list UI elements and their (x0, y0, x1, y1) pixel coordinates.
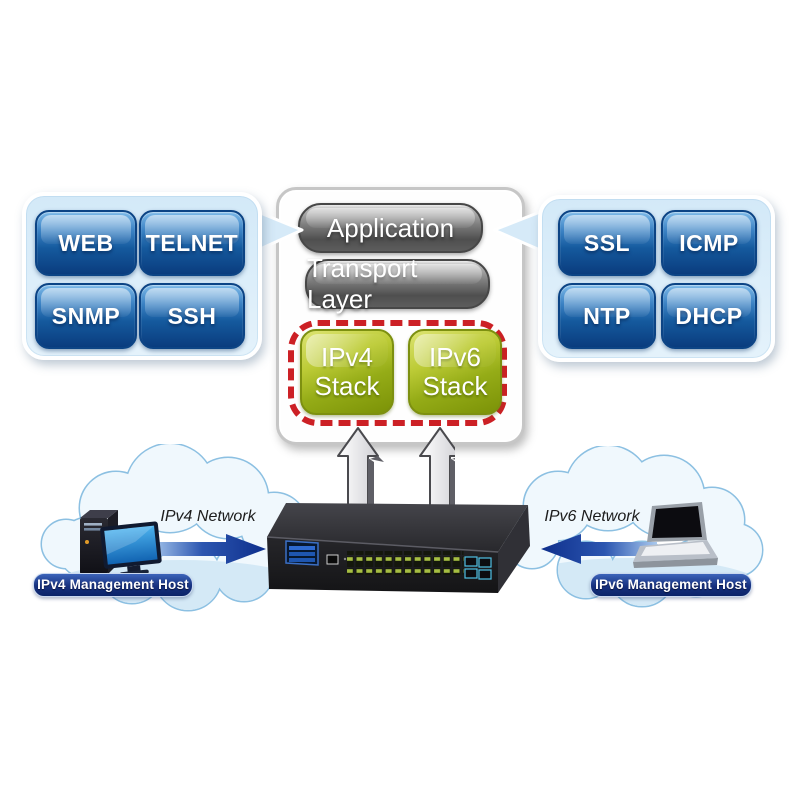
ipv4-network-arrow (150, 534, 266, 564)
ipv6-stack-line1: IPv6 (428, 341, 482, 372)
protocol-ssl-button: SSL (558, 210, 656, 276)
right-protocols-panel: SSL ICMP NTP DHCP (538, 195, 775, 362)
ipv4-stack-line2: Stack (314, 371, 380, 401)
protocol-ssh-button: SSH (139, 283, 245, 349)
application-layer-label: Application (326, 212, 455, 243)
ipv4-network-label: IPv4 Network (160, 508, 256, 525)
ipv6-stack-box: IPv6 Stack (408, 329, 502, 415)
protocol-telnet-button: TELNET (139, 210, 245, 276)
switch-lcd-display (285, 540, 319, 566)
protocol-icmp-button: ICMP (661, 210, 757, 276)
ipv6-management-host-badge: IPv6 Management Host (590, 573, 752, 597)
managed-switch-illustration (266, 503, 530, 593)
protocol-stack-panel: Application Transport Layer IPv4 Stack I… (276, 187, 525, 445)
dual-stack-outline: IPv4 Stack IPv6 Stack (288, 320, 507, 426)
switch-ethernet-ports (347, 551, 464, 575)
desktop-computer-icon (80, 510, 162, 577)
ipv4-management-host-badge: IPv4 Management Host (33, 573, 193, 597)
transport-layer-label: Transport Layer (307, 253, 418, 314)
laptop-icon (633, 502, 718, 568)
ipv6-stack-line2: Stack (422, 371, 488, 401)
switch-side-face (498, 505, 530, 593)
protocol-ntp-button: NTP (558, 283, 656, 349)
switch-sfp-ports (464, 556, 492, 580)
ipv4-stack-box: IPv4 Stack (300, 329, 394, 415)
protocol-web-button: WEB (35, 210, 137, 276)
left-callout-tail (257, 210, 304, 252)
left-protocols-panel: WEB TELNET SNMP SSH (22, 192, 262, 360)
transport-layer-pill: Transport Layer (305, 253, 490, 314)
protocol-snmp-button: SNMP (35, 283, 137, 349)
application-layer-pill: Application (298, 203, 483, 253)
ipv6-network-label: IPv6 Network (544, 508, 640, 525)
switch-top-face (267, 503, 528, 552)
switch-console-port (326, 554, 339, 565)
right-callout-tail (492, 210, 541, 252)
protocol-dhcp-button: DHCP (661, 283, 757, 349)
ipv6-network-arrow (541, 534, 657, 564)
ipv4-stack-line1: IPv4 (320, 341, 374, 372)
